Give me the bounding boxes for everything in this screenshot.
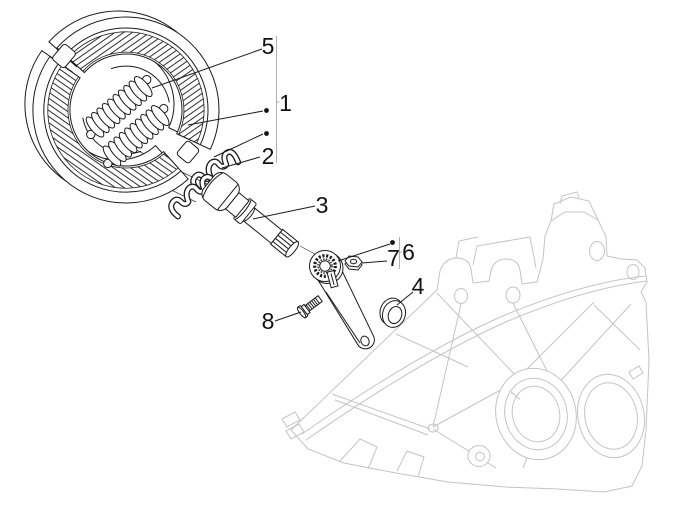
lever-nut	[344, 255, 363, 271]
leader-line-1a	[187, 110, 264, 126]
callouts: 5 1 2 3 6 7 4 8	[151, 33, 425, 334]
leader-line-7	[361, 260, 388, 264]
bearing-boss-left	[495, 367, 577, 461]
mount-hole	[589, 241, 605, 261]
part-label-6: 6	[402, 239, 415, 265]
leader-line-3	[252, 205, 316, 220]
leader-line-6	[337, 243, 391, 262]
lever-end-hole	[360, 335, 370, 347]
part-label-4: 4	[412, 273, 425, 299]
flat-washer	[379, 297, 407, 328]
mount-hole	[626, 264, 640, 280]
quantity-dot	[264, 108, 269, 113]
mount-hole	[505, 286, 521, 304]
bearing-boss-right	[577, 373, 645, 459]
leader-line-4	[396, 291, 414, 306]
part-label-5: 5	[262, 33, 275, 59]
hex-bolt	[296, 295, 323, 319]
leader-line-5	[151, 48, 263, 89]
cam-head	[201, 171, 240, 211]
part-label-2: 2	[262, 143, 275, 169]
brake-shoe-assembly	[24, 10, 220, 204]
small-boss	[467, 445, 491, 467]
quantity-dot	[390, 240, 395, 245]
mount-hole	[454, 288, 468, 304]
shoe-web-ribs-top	[67, 31, 205, 144]
leader-line-8	[274, 311, 302, 322]
leader-line-2	[221, 156, 261, 169]
part-label-3: 3	[316, 192, 329, 218]
shoe-cam-block	[176, 140, 200, 164]
brake-lever	[309, 250, 375, 350]
leader-line-1b	[213, 133, 264, 158]
crankcase-background	[281, 191, 650, 493]
shoe-anchor-block	[52, 43, 76, 69]
case-spine-band	[301, 275, 647, 435]
part-label-1: 1	[279, 90, 292, 116]
part-label-7: 7	[387, 245, 400, 271]
quantity-dot	[264, 131, 269, 136]
part-label-8: 8	[262, 308, 275, 334]
brake-cam-shaft	[201, 171, 300, 258]
